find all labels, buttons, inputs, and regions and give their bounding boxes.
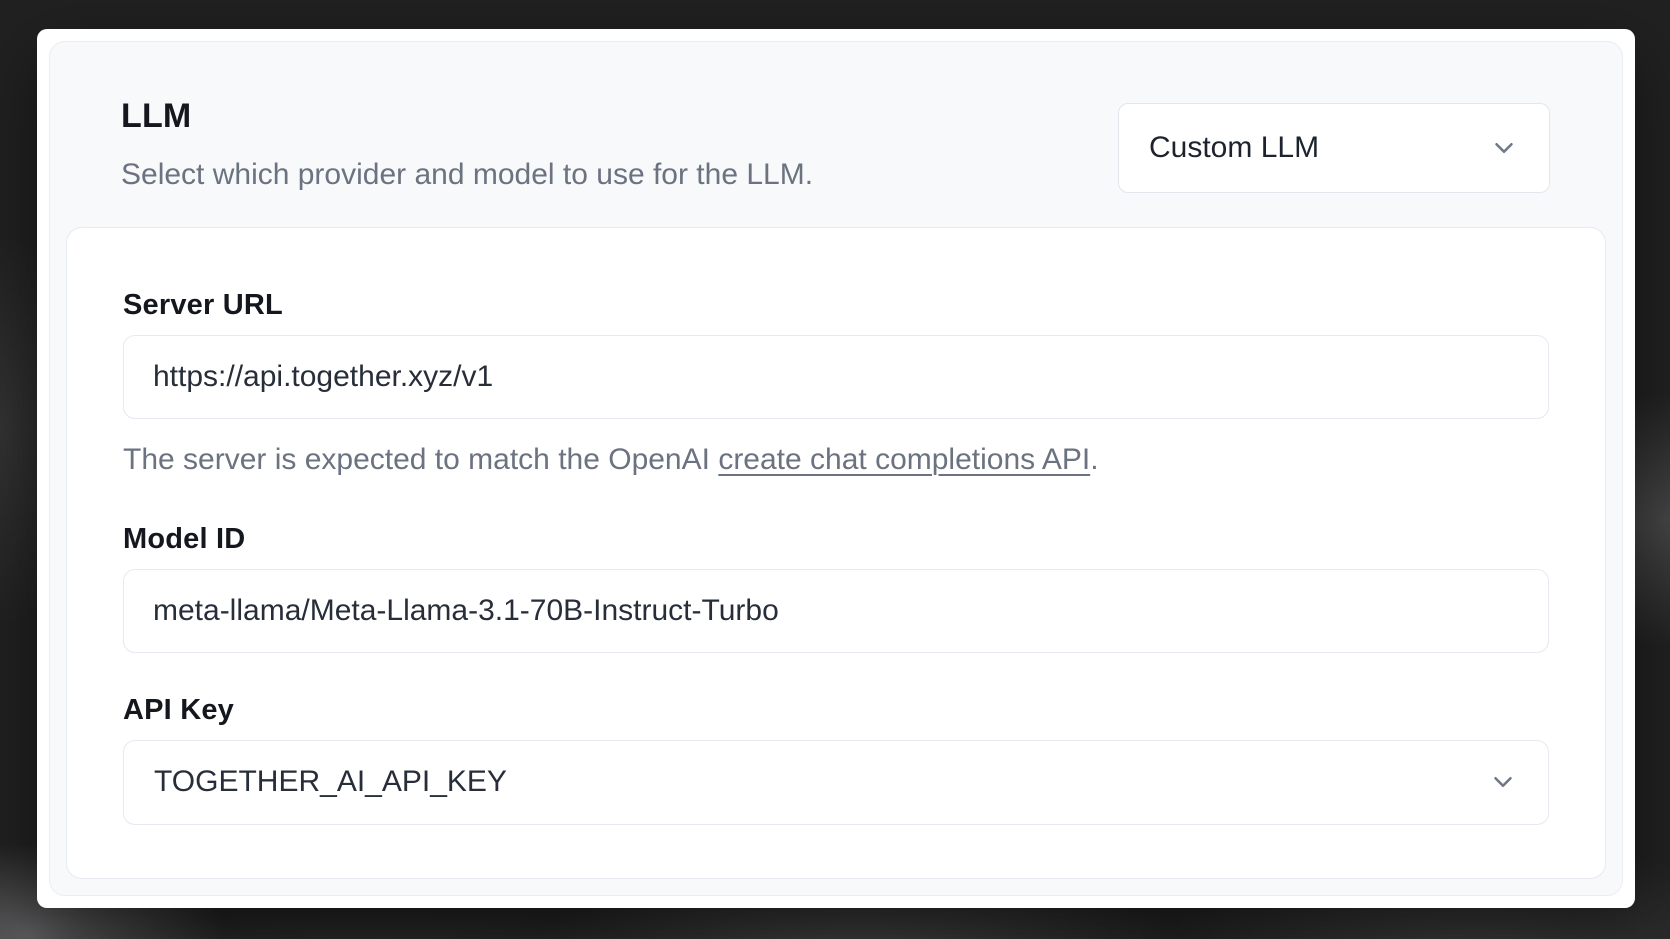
settings-modal: LLM Select which provider and model to u… xyxy=(37,29,1635,908)
server-url-label: Server URL xyxy=(123,289,283,321)
api-key-label: API Key xyxy=(123,693,234,726)
api-key-dropdown[interactable]: TOGETHER_AI_API_KEY xyxy=(123,739,1549,825)
provider-dropdown-value: Custom LLM xyxy=(1149,131,1320,164)
model-id-input[interactable] xyxy=(123,568,1549,653)
section-title: LLM xyxy=(121,97,192,135)
create-chat-completions-link[interactable]: create chat completions API xyxy=(718,442,1091,476)
server-url-helper-suffix: . xyxy=(1090,442,1099,476)
model-id-label: Model ID xyxy=(123,522,246,555)
llm-section-card: LLM Select which provider and model to u… xyxy=(49,41,1623,896)
llm-section-header-text: LLM Select which provider and model to u… xyxy=(121,97,814,192)
section-description: Select which provider and model to use f… xyxy=(121,157,814,191)
api-key-dropdown-value: TOGETHER_AI_API_KEY xyxy=(154,765,507,799)
chevron-down-icon xyxy=(1489,133,1519,163)
llm-section-header: LLM Select which provider and model to u… xyxy=(50,42,1622,193)
chevron-down-icon xyxy=(1488,767,1518,797)
server-url-helper-prefix: The server is expected to match the Open… xyxy=(123,442,719,476)
custom-llm-panel: Server URL The server is expected to mat… xyxy=(66,227,1606,879)
server-url-input[interactable] xyxy=(123,334,1549,419)
server-url-helper: The server is expected to match the Open… xyxy=(123,442,1549,478)
provider-dropdown[interactable]: Custom LLM xyxy=(1118,103,1550,193)
